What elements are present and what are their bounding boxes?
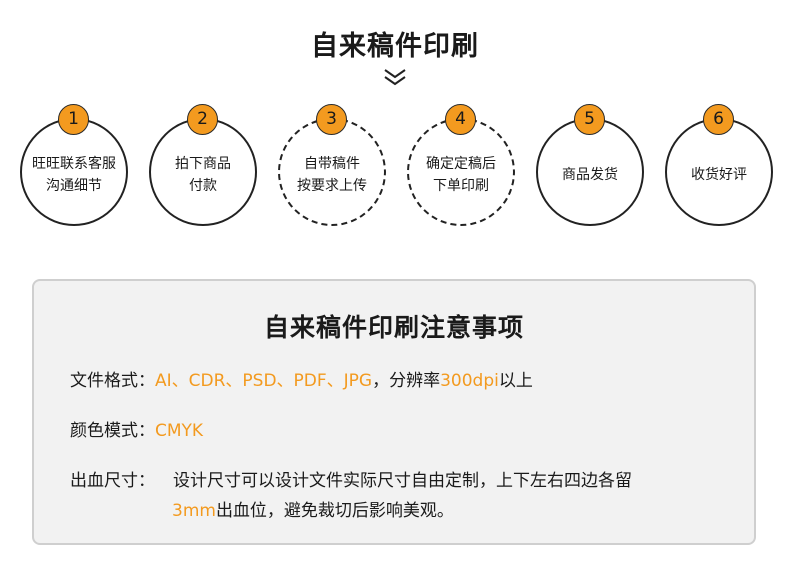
bleed-size-amount: 3mm [172, 501, 216, 521]
process-steps: 旺旺联系客服 沟通细节 1 拍下商品 付款 2 自带稿件 按要求上传 3 确定定… [0, 100, 790, 240]
step-circle: 自带稿件 按要求上传 [278, 118, 386, 226]
file-format-row: 文件格式：AI、CDR、PSD、PDF、JPG，分辨率300dpi以上 [70, 366, 533, 396]
step-number-badge: 6 [703, 104, 734, 135]
page-title: 自来稿件印刷 [311, 31, 479, 62]
step-4: 确定定稿后 下单印刷 4 [407, 104, 515, 226]
bleed-size-line2: 3mm出血位，避免裁切后影响美观。 [172, 496, 733, 526]
bleed-size-body: 设计尺寸可以设计文件实际尺寸自由定制，上下左右四边各留 3mm出血位，避免裁切后… [172, 466, 733, 526]
step-1: 旺旺联系客服 沟通细节 1 [20, 104, 128, 226]
step-label-line2: 按要求上传 [297, 178, 367, 194]
notice-panel: 自来稿件印刷注意事项 文件格式：AI、CDR、PSD、PDF、JPG，分辨率30… [32, 279, 756, 545]
step-circle: 拍下商品 付款 [149, 118, 257, 226]
step-circle: 旺旺联系客服 沟通细节 [20, 118, 128, 226]
step-label-line1: 旺旺联系客服 [32, 156, 116, 172]
step-circle: 收货好评 [665, 118, 773, 226]
file-format-mid: ，分辨率 [372, 371, 441, 391]
step-number-badge: 3 [316, 104, 347, 135]
bleed-size-row: 出血尺寸： 设计尺寸可以设计文件实际尺寸自由定制，上下左右四边各留 3mm出血位… [70, 466, 632, 521]
file-format-key: 文件格式： [70, 371, 155, 391]
step-label-line1: 自带稿件 [304, 156, 360, 172]
step-label: 自带稿件 按要求上传 [297, 147, 367, 197]
step-number-badge: 2 [187, 104, 218, 135]
step-3: 自带稿件 按要求上传 3 [278, 104, 386, 226]
step-circle: 商品发货 [536, 118, 644, 226]
step-label-line1: 确定定稿后 [426, 156, 496, 172]
step-label: 拍下商品 付款 [175, 147, 231, 197]
step-number-badge: 5 [574, 104, 605, 135]
step-label-line1: 拍下商品 [175, 156, 231, 172]
step-label: 收货好评 [691, 158, 747, 186]
resolution-value: 300dpi [440, 371, 499, 391]
step-5: 商品发货 5 [536, 104, 644, 226]
step-label: 确定定稿后 下单印刷 [426, 147, 496, 197]
notice-title: 自来稿件印刷注意事项 [263, 313, 524, 342]
step-label: 商品发货 [562, 158, 618, 186]
step-label-line2: 沟通细节 [46, 178, 102, 194]
step-number-badge: 4 [445, 104, 476, 135]
step-label-line2: 付款 [189, 178, 217, 194]
step-label: 旺旺联系客服 沟通细节 [32, 147, 116, 197]
bleed-size-key: 出血尺寸： [70, 471, 155, 491]
bleed-size-line1: 设计尺寸可以设计文件实际尺寸自由定制，上下左右四边各留 [173, 471, 632, 491]
color-mode-row: 颜色模式：CMYK [70, 416, 203, 446]
step-label-line2: 下单印刷 [433, 178, 489, 194]
step-label-line1: 收货好评 [691, 167, 747, 183]
step-2: 拍下商品 付款 2 [149, 104, 257, 226]
step-label-line1: 商品发货 [562, 167, 618, 183]
color-mode-value: CMYK [155, 421, 204, 441]
step-number-badge: 1 [58, 104, 89, 135]
bleed-size-rest: 出血位，避免裁切后影响美观。 [215, 501, 454, 521]
step-6: 收货好评 6 [665, 104, 773, 226]
resolution-suffix: 以上 [498, 371, 533, 391]
double-chevron-down-icon [384, 69, 406, 86]
color-mode-key: 颜色模式： [70, 421, 155, 441]
file-format-types: AI、CDR、PSD、PDF、JPG [155, 371, 373, 391]
